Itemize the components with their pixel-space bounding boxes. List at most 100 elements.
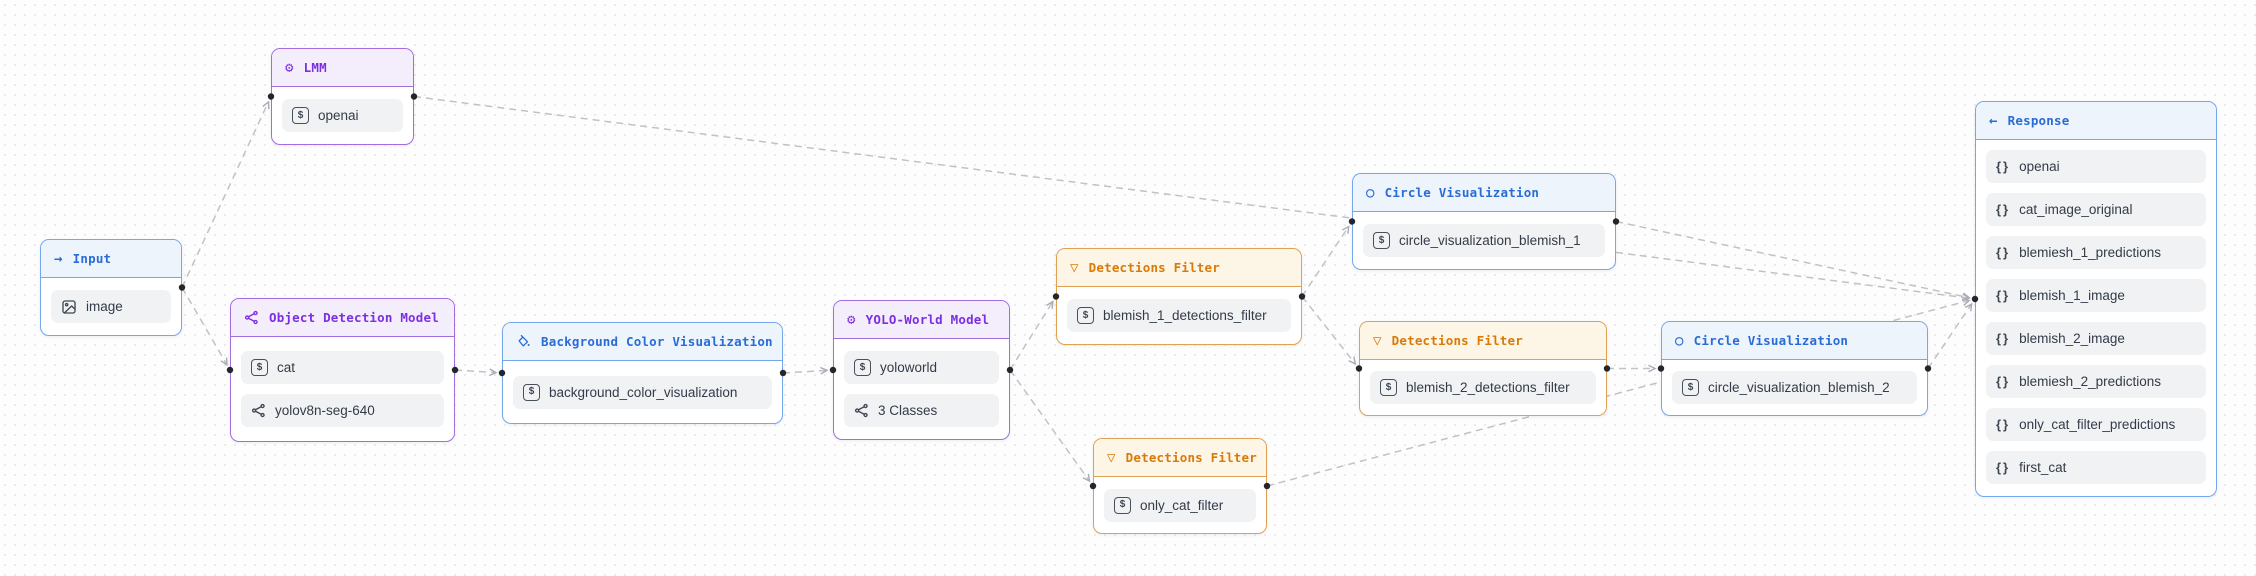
node-item[interactable]: {} only_cat_filter_predictions (1986, 408, 2206, 441)
node-item[interactable]: $ circle_visualization_blemish_1 (1363, 224, 1605, 257)
node-input[interactable]: → Input image (40, 239, 182, 336)
node-response[interactable]: ← Response {} openai {} cat_image_origin… (1975, 101, 2217, 497)
node-detections-filter-only-cat[interactable]: ▽ Detections Filter $ only_cat_filter (1093, 438, 1267, 534)
item-label: first_cat (2019, 460, 2067, 475)
node-item[interactable]: $ openai (282, 99, 403, 132)
node-header: Object Detection Model (231, 299, 454, 337)
node-title: Detections Filter (1088, 260, 1220, 275)
node-circle-visualization-blemish-1[interactable]: ○ Circle Visualization $ circle_visualiz… (1352, 173, 1616, 270)
dollar-icon: $ (292, 107, 309, 124)
node-item[interactable]: $ circle_visualization_blemish_2 (1672, 371, 1917, 404)
edge-lmm-response (413, 95, 1971, 302)
item-label: image (86, 299, 123, 314)
node-title: LMM (303, 60, 327, 75)
node-background-color-visualization[interactable]: Background Color Visualization $ backgro… (502, 322, 783, 424)
dollar-icon: $ (523, 383, 540, 401)
item-label: blemish_2_detections_filter (1406, 380, 1570, 395)
braces-icon: {} (1996, 159, 2011, 174)
dollar-icon: $ (1380, 379, 1397, 396)
edge-yolo-only-cat-filter (1009, 369, 1091, 483)
item-label: blemiesh_2_predictions (2019, 374, 2161, 389)
braces-icon: {} (1996, 374, 2011, 389)
node-title: Circle Visualization (1693, 333, 1849, 348)
dollar-icon: $ (1077, 307, 1094, 324)
item-label: background_color_visualization (549, 384, 738, 400)
gear-icon: ⚙ (847, 311, 856, 328)
node-header: ○ Circle Visualization (1353, 174, 1615, 212)
node-item[interactable]: $ blemish_2_detections_filter (1370, 371, 1596, 404)
item-label: blemish_1_image (2019, 288, 2125, 303)
node-object-detection-model[interactable]: Object Detection Model $ cat yolov8n-seg… (230, 298, 455, 442)
node-item[interactable]: {} openai (1986, 150, 2206, 183)
edge-circle1-response (1615, 220, 1971, 301)
node-yolo-world-model[interactable]: ⚙ YOLO-World Model $ yoloworld 3 Classes (833, 300, 1010, 440)
molecule-icon (854, 403, 869, 418)
item-label: cat_image_original (2019, 202, 2133, 217)
item-label: blemish_2_image (2019, 331, 2125, 346)
node-item[interactable]: {} blemish_1_image (1986, 279, 2206, 312)
node-header: ○ Circle Visualization (1662, 322, 1927, 360)
node-header: ▽ Detections Filter (1094, 439, 1266, 477)
funnel-icon: ▽ (1373, 332, 1382, 349)
edge-input-object-detection-model (181, 287, 228, 367)
item-label: cat (277, 360, 296, 375)
node-item[interactable]: yolov8n-seg-640 (241, 394, 444, 427)
node-item[interactable]: {} cat_image_original (1986, 193, 2206, 226)
item-label: only_cat_filter_predictions (2019, 417, 2176, 432)
item-label: circle_visualization_blemish_2 (1708, 380, 1890, 395)
item-label: yoloworld (880, 360, 938, 375)
node-title: Detections Filter (1125, 450, 1257, 465)
node-lmm[interactable]: ⚙ LMM $ openai (271, 48, 414, 145)
node-detections-filter-blemish-1[interactable]: ▽ Detections Filter $ blemish_1_detectio… (1056, 248, 1302, 345)
braces-icon: {} (1996, 202, 2011, 217)
molecule-icon (244, 310, 259, 325)
node-header: ▽ Detections Filter (1360, 322, 1606, 360)
funnel-icon: ▽ (1107, 449, 1116, 466)
node-item[interactable]: $ cat (241, 351, 444, 384)
braces-icon: {} (1996, 245, 2011, 260)
circle-icon: ○ (1675, 332, 1684, 349)
node-title: Input (72, 251, 112, 266)
edge-filter1-circle-visualization-1 (1301, 225, 1350, 297)
node-header: ← Response (1976, 102, 2216, 140)
node-item[interactable]: $ only_cat_filter (1104, 488, 1256, 522)
node-item[interactable]: $ background_color_visualization (513, 375, 772, 409)
node-item[interactable]: {} blemiesh_2_predictions (1986, 365, 2206, 398)
node-detections-filter-blemish-2[interactable]: ▽ Detections Filter $ blemish_2_detectio… (1359, 321, 1607, 416)
edge-odm-background-color-visualization (454, 368, 498, 377)
circle-icon: ○ (1366, 184, 1375, 201)
node-circle-visualization-blemish-2[interactable]: ○ Circle Visualization $ circle_visualiz… (1661, 321, 1928, 416)
node-title: Detections Filter (1391, 333, 1523, 348)
braces-icon: {} (1996, 288, 2011, 303)
molecule-icon (251, 403, 266, 418)
arrow-right-icon: → (54, 250, 63, 267)
edge-filter1-filter2 (1301, 296, 1357, 366)
braces-icon: {} (1996, 460, 2011, 475)
arrow-left-icon: ← (1989, 112, 1998, 129)
edge-circle2-response (1927, 302, 1973, 369)
dollar-icon: $ (1373, 232, 1390, 249)
node-title: Response (2007, 113, 2070, 128)
dollar-icon: $ (251, 359, 268, 376)
braces-icon: {} (1996, 331, 2011, 346)
edge-yolo-detections-filter-1 (1009, 300, 1054, 371)
node-item[interactable]: {} first_cat (1986, 451, 2206, 484)
item-label: openai (318, 108, 359, 123)
dollar-icon: $ (1682, 379, 1699, 396)
node-item[interactable]: image (51, 290, 171, 323)
node-title: Object Detection Model (269, 310, 439, 325)
item-label: only_cat_filter (1140, 497, 1224, 513)
node-item[interactable]: {} blemish_2_image (1986, 322, 2206, 355)
item-label: blemiesh_1_predictions (2019, 245, 2161, 260)
item-label: circle_visualization_blemish_1 (1399, 233, 1581, 248)
node-item[interactable]: $ yoloworld (844, 351, 999, 384)
node-item[interactable]: 3 Classes (844, 394, 999, 427)
edge-input-lmm (181, 100, 270, 288)
node-item[interactable]: $ blemish_1_detections_filter (1067, 299, 1291, 332)
node-item[interactable]: {} blemiesh_1_predictions (1986, 236, 2206, 269)
item-label: openai (2019, 159, 2060, 174)
braces-icon: {} (1996, 417, 2011, 432)
item-label: yolov8n-seg-640 (275, 403, 375, 418)
